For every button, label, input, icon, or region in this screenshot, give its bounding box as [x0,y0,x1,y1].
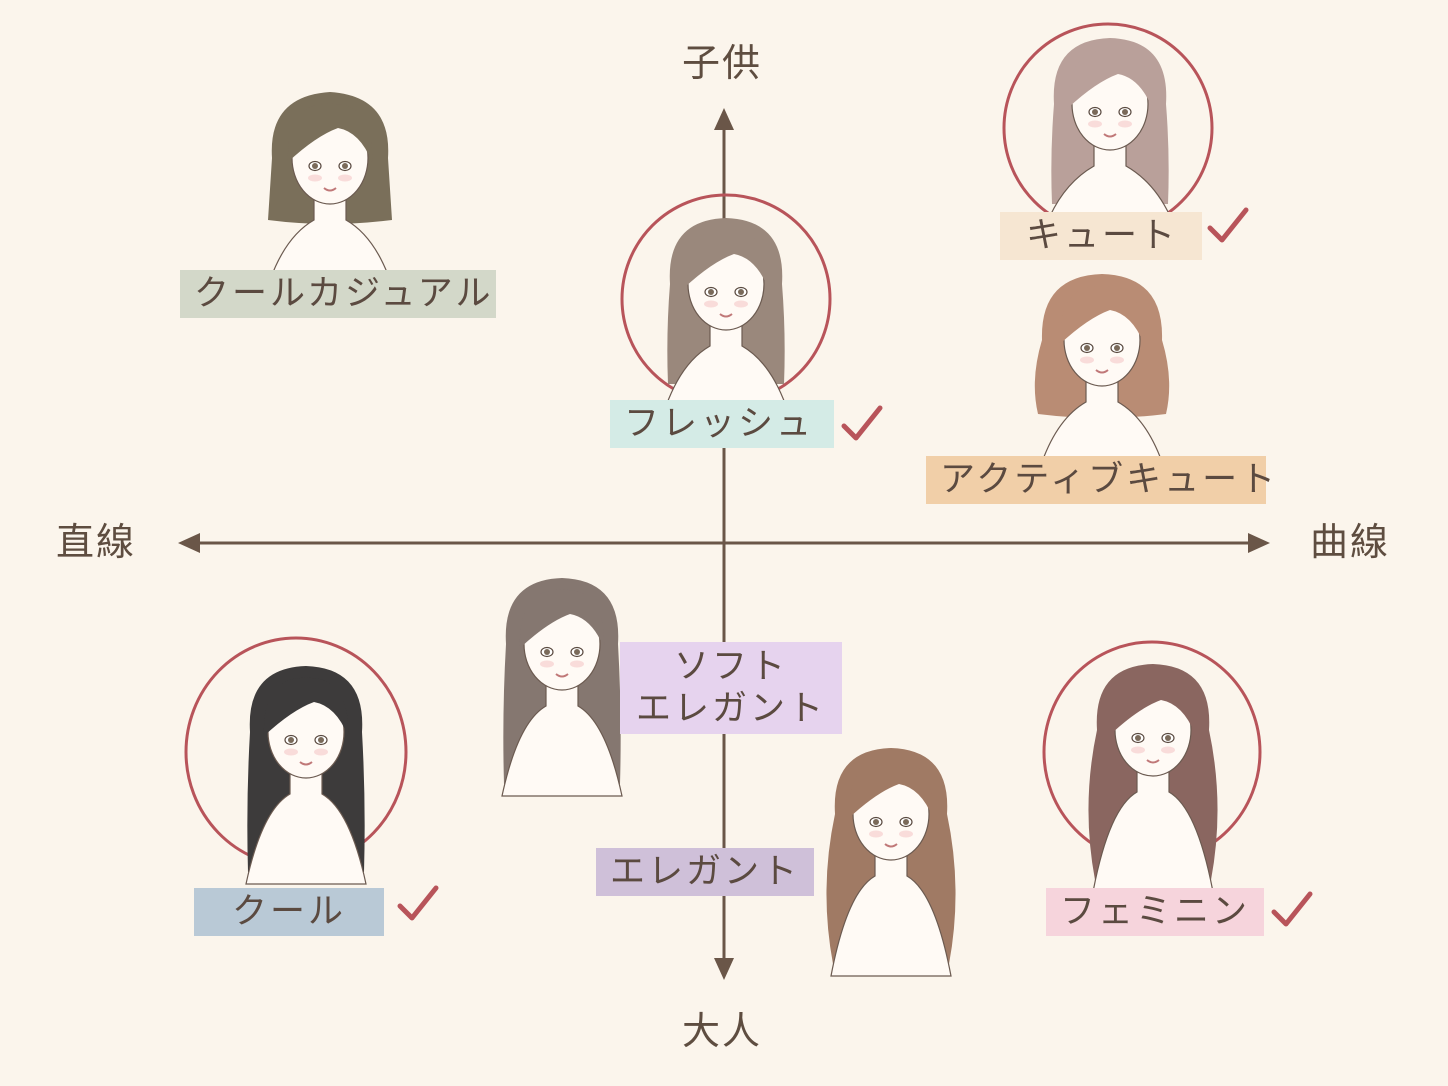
iris [544,649,550,655]
portrait-cool-casual [268,92,392,281]
cheek [308,174,322,182]
lips [323,187,337,192]
check-icon-cool [397,885,439,921]
tag-feminine: フェミニン [1046,888,1264,936]
cheek [869,830,883,838]
hair-bangs [1067,49,1153,108]
axis-label-left: 直線 [56,520,137,564]
hair-bangs [287,103,373,162]
tag-elegant: エレガント [596,848,814,896]
lips [1095,369,1109,374]
iris [873,819,879,825]
arrow-left-icon [178,533,200,553]
cheek [314,748,328,756]
axis-label-right: 曲線 [1310,520,1391,564]
tag-soft-elegant-line2: エレガント [635,689,826,729]
lips [299,761,313,766]
iris [288,737,294,743]
cheek [1088,120,1102,128]
portrait-soft-elegant [501,578,623,797]
iris [903,819,909,825]
portrait-cute [1049,38,1171,217]
iris [318,737,324,743]
hair-bangs [1059,285,1145,344]
axis-label-bottom: 大人 [682,1009,763,1053]
check-icon-cute [1207,207,1249,243]
lips [719,313,733,318]
cheek [899,830,913,838]
iris [1135,735,1141,741]
cheek [540,660,554,668]
tag-cool: クール [194,888,384,936]
cheek [704,300,718,308]
iris [312,163,318,169]
lips [884,843,898,848]
lips [1146,759,1160,764]
tag-cute: キュート [1000,212,1202,260]
hair-bangs [519,589,605,648]
iris [708,289,714,295]
cheek [284,748,298,756]
check-icon-feminine [1271,891,1313,927]
iris [1165,735,1171,741]
lips [555,673,569,678]
tag-soft-elegant-line1: ソフト [673,647,788,687]
iris [1084,345,1090,351]
cheek [1131,746,1145,754]
cheek [1110,356,1124,364]
tag-cool-casual: クールカジュアル [180,270,496,318]
cheek [1080,356,1094,364]
iris [1092,109,1098,115]
arrow-right-icon [1248,533,1270,553]
hair-bangs [263,677,349,736]
cheek [570,660,584,668]
tag-fresh: フレッシュ [610,400,834,448]
portrait-fresh [665,218,787,407]
iris [342,163,348,169]
arrow-up-icon [714,108,734,130]
portrait-cool [245,666,367,885]
iris [1114,345,1120,351]
iris [574,649,580,655]
arrow-down-icon [714,958,734,980]
portrait-feminine [1088,664,1218,893]
axis-label-top: 子供 [682,41,763,85]
portrait-active-cute [1034,274,1170,463]
hair-bangs [848,759,934,818]
cheek [1118,120,1132,128]
cheek [338,174,352,182]
iris [1122,109,1128,115]
iris [738,289,744,295]
tag-active-cute: アクティブキュート [926,456,1275,504]
neck [245,761,367,885]
lips [1103,133,1117,138]
cheek [1161,746,1175,754]
neck [501,673,623,797]
hair-bangs [1110,675,1196,734]
hair-bangs [683,229,769,288]
tag-soft-elegant: ソフト エレガント [620,642,842,734]
neck [830,843,952,977]
cheek [734,300,748,308]
portrait-elegant [826,748,956,977]
check-icon-fresh [841,405,883,441]
